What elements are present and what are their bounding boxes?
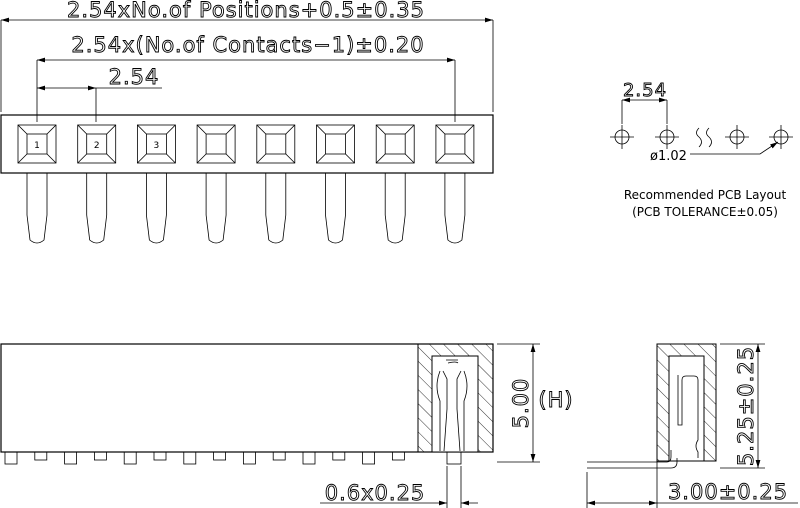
top-view: 2.54xNo.of Positions+0.5±0.35 2.54x(No.o… (0, 0, 494, 244)
foot (272, 451, 286, 461)
position (375, 124, 415, 244)
contact-span-dim: 2.54x(No.of Contacts−1)±0.20 (71, 33, 424, 57)
contact-spring (436, 359, 468, 452)
position (196, 124, 236, 244)
pin (325, 173, 346, 244)
pcb-pitch-dim: 2.54 (623, 80, 667, 101)
pcb-hole (655, 125, 679, 149)
foot (4, 451, 18, 465)
position-number: 1 (34, 141, 40, 151)
foot (302, 451, 316, 465)
pcb-hole (769, 125, 793, 149)
pin (26, 173, 48, 244)
pcb-hole (610, 125, 634, 149)
position (316, 124, 355, 244)
foot (34, 451, 48, 461)
foot (391, 451, 405, 461)
pin (205, 173, 227, 244)
foot (242, 451, 256, 465)
position (435, 124, 475, 244)
pin (444, 173, 466, 244)
foot (64, 451, 77, 465)
position: 2 (77, 124, 117, 244)
overall-length-dim: 2.54xNo.of Positions+0.5±0.35 (67, 0, 425, 22)
pcb-tolerance: (PCB TOLERANCE±0.05) (632, 205, 778, 219)
foot (153, 451, 167, 461)
side-height-dim: 5.25±0.25 (734, 346, 758, 466)
pin (146, 173, 167, 244)
position-number: 2 (94, 141, 100, 151)
hole-dim: ø1.02 (650, 149, 687, 164)
position: 1 (17, 124, 57, 244)
front-height-dim: 5.00 (509, 378, 533, 429)
position (256, 124, 296, 244)
connector-body-top (0, 114, 494, 174)
foot (183, 451, 197, 465)
feet (4, 451, 405, 465)
offset-dim: 3.00±0.25 (668, 480, 788, 504)
foot (213, 451, 227, 461)
side-view: 5.25±0.25 3.00±0.25 (586, 343, 798, 508)
height-label: (H) (538, 388, 573, 412)
pin (384, 173, 406, 244)
position-number: 3 (154, 141, 160, 151)
position: 3 (136, 124, 176, 244)
foot (332, 451, 346, 461)
pcb-layout: 2.54 ø1.02 Recommended PCB Layout (PCB T… (610, 80, 793, 219)
foot (94, 451, 107, 461)
pcb-holes (610, 125, 793, 149)
pin (265, 173, 287, 244)
foot (362, 451, 376, 465)
front-view: 5.00 (H) 0.6x0.25 (0, 343, 573, 508)
positions: 1 2 3 (17, 124, 475, 244)
pcb-layout-title: Recommended PCB Layout (624, 188, 787, 202)
pitch-dim: 2.54 (109, 65, 160, 89)
pin-dim: 0.6x0.25 (325, 481, 426, 505)
foot (123, 451, 137, 465)
pcb-hole (725, 125, 749, 149)
pin (86, 173, 108, 244)
break-symbol-icon (696, 127, 712, 148)
